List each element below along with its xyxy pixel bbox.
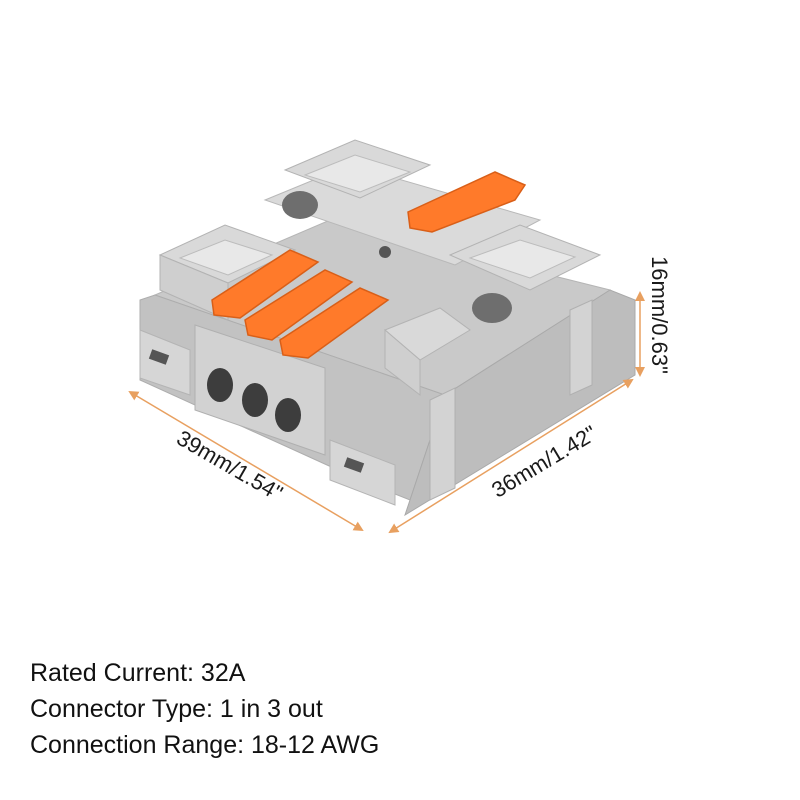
orange-lever bbox=[279, 287, 390, 359]
orange-lever bbox=[211, 249, 320, 319]
dimension-lines bbox=[128, 291, 645, 534]
side-tab bbox=[429, 387, 456, 501]
spec-connection-range: Connection Range: 18-12 AWG bbox=[30, 731, 380, 759]
wire-hole bbox=[275, 398, 301, 432]
orange-lever bbox=[407, 171, 527, 233]
spec-connector-type: Connector Type: 1 in 3 out bbox=[30, 695, 323, 723]
wire-hole bbox=[242, 383, 268, 417]
product-figure: 39mm/1.54" 36mm/1.42" 16mm/0.63" bbox=[128, 139, 672, 534]
spec-rated-current: Rated Current: 32A bbox=[30, 659, 246, 687]
width-dimension-line bbox=[128, 390, 364, 532]
depth-dimension-line bbox=[388, 378, 634, 534]
spec-list: Rated Current: 32A Connector Type: 1 in … bbox=[30, 655, 379, 763]
wire-hole bbox=[207, 368, 233, 402]
side-tab bbox=[569, 299, 593, 396]
lever-group bbox=[211, 171, 527, 359]
orange-lever bbox=[244, 269, 354, 341]
height-dimension-label: 16mm/0.63" bbox=[647, 256, 672, 374]
